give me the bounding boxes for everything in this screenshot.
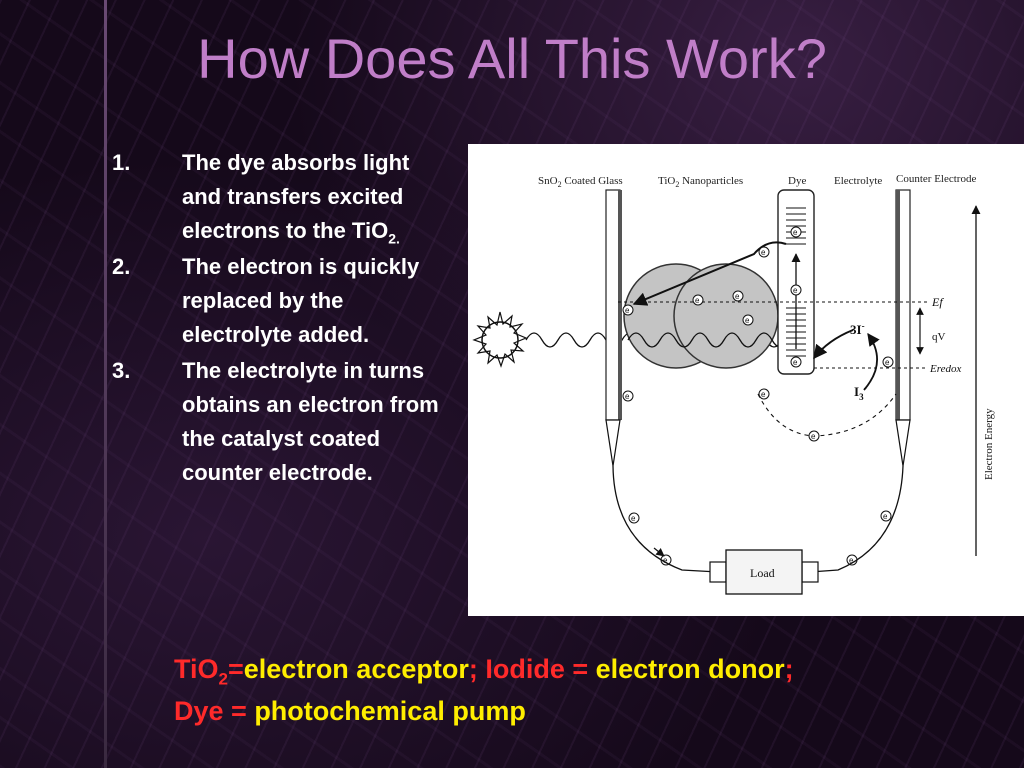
label-i3: I3-: [854, 383, 867, 402]
step-text: The dye absorbs light and transfers exci…: [182, 150, 410, 243]
clip-left-icon: [605, 419, 621, 467]
svg-text:e: e: [761, 390, 766, 399]
clip-right-icon: [895, 419, 911, 467]
summary-line-1: TiO2=electron acceptor; Iodide = electro…: [174, 648, 994, 690]
sno2-glass-electrode: [605, 189, 621, 421]
svg-text:e: e: [631, 514, 636, 523]
svg-text:e: e: [735, 292, 740, 301]
summary-tio2-sub: 2: [218, 669, 228, 689]
svg-text:e: e: [745, 316, 750, 325]
svg-text:e: e: [761, 248, 766, 257]
summary-electron-acceptor: electron acceptor: [243, 654, 469, 684]
slide-title: How Does All This Work?: [197, 27, 827, 90]
step-text: The electrolyte in turns obtains an elec…: [182, 358, 439, 485]
label-eredox: Eredox: [929, 363, 961, 375]
svg-text:e: e: [793, 358, 798, 367]
label-electrolyte: Electrolyte: [834, 175, 882, 187]
label-tio2-nanoparticles: TiO2 Nanoparticles: [658, 175, 743, 189]
summary-photochemical-pump: photochemical pump: [254, 696, 526, 726]
svg-text:e: e: [883, 512, 888, 521]
label-counter-electrode: Counter Electrode: [896, 173, 976, 185]
step-subscript: 2.: [388, 230, 400, 247]
tio2-particle-right: [673, 263, 779, 369]
label-3i: 3I-: [850, 321, 865, 337]
step-number: 2.: [112, 254, 131, 279]
svg-text:e: e: [695, 296, 700, 305]
catalyst-coating: [896, 190, 900, 420]
svg-text:e: e: [625, 306, 630, 315]
label-dye: Dye: [788, 175, 806, 187]
dye-solar-cell-diagram: SnO2 Coated Glass TiO2 Nanoparticles Dye…: [468, 144, 1024, 616]
svg-text:e: e: [625, 392, 630, 401]
summary-iodide: ; Iodide =: [468, 654, 596, 684]
current-arrow: [653, 547, 665, 557]
dye-regeneration-arrow: [813, 329, 854, 360]
label-ef: Ef: [931, 295, 944, 309]
step-number: 3.: [112, 358, 131, 383]
step-number: 1.: [112, 150, 131, 175]
summary-text: TiO2=electron acceptor; Iodide = electro…: [174, 648, 994, 732]
recombination-path: [757, 393, 897, 437]
svg-text:e: e: [811, 432, 816, 441]
step-item: 3. The electrolyte in turns obtains an e…: [112, 354, 442, 490]
summary-electron-donor: electron donor: [595, 654, 785, 684]
summary-line-2: Dye = photochemical pump: [174, 690, 994, 732]
step-item: 2. The electron is quickly replaced by t…: [112, 250, 442, 352]
sun-icon: [472, 311, 528, 368]
light-wave-inside: [627, 332, 805, 348]
summary-semicolon: ;: [784, 654, 794, 684]
diagram-svg: SnO2 Coated Glass TiO2 Nanoparticles Dye…: [472, 173, 995, 595]
electron-injection-arrow: [632, 241, 787, 306]
load-terminal-right: [801, 561, 819, 583]
electron-markers: e e e e e e e e e e e e e e e e: [622, 226, 894, 566]
svg-text:e: e: [793, 286, 798, 295]
circuit-wire-right: [809, 465, 904, 573]
summary-equals: =: [227, 654, 244, 684]
load-terminal-left: [709, 561, 727, 583]
step-item: 1. The dye absorbs light and transfers e…: [112, 146, 442, 248]
step-text: The electron is quickly replaced by the …: [182, 254, 420, 347]
label-electron-energy: Electron Energy: [983, 408, 995, 480]
load-box: [725, 549, 803, 595]
sno2-coating: [618, 190, 622, 420]
svg-text:e: e: [663, 556, 668, 565]
summary-dye: Dye =: [174, 696, 255, 726]
label-sno2-glass: SnO2 Coated Glass: [538, 175, 623, 189]
iodide-cycle-arrow: [863, 332, 880, 391]
label-qv: qV: [932, 331, 946, 343]
steps-list: 1. The dye absorbs light and transfers e…: [112, 146, 442, 492]
svg-text:e: e: [793, 228, 798, 237]
svg-text:e: e: [885, 358, 890, 367]
svg-text:e: e: [849, 556, 854, 565]
circuit-wire-left: [612, 465, 719, 573]
label-load: Load: [750, 566, 775, 580]
summary-tio2: TiO: [174, 654, 219, 684]
left-accent-rule: [104, 0, 107, 768]
